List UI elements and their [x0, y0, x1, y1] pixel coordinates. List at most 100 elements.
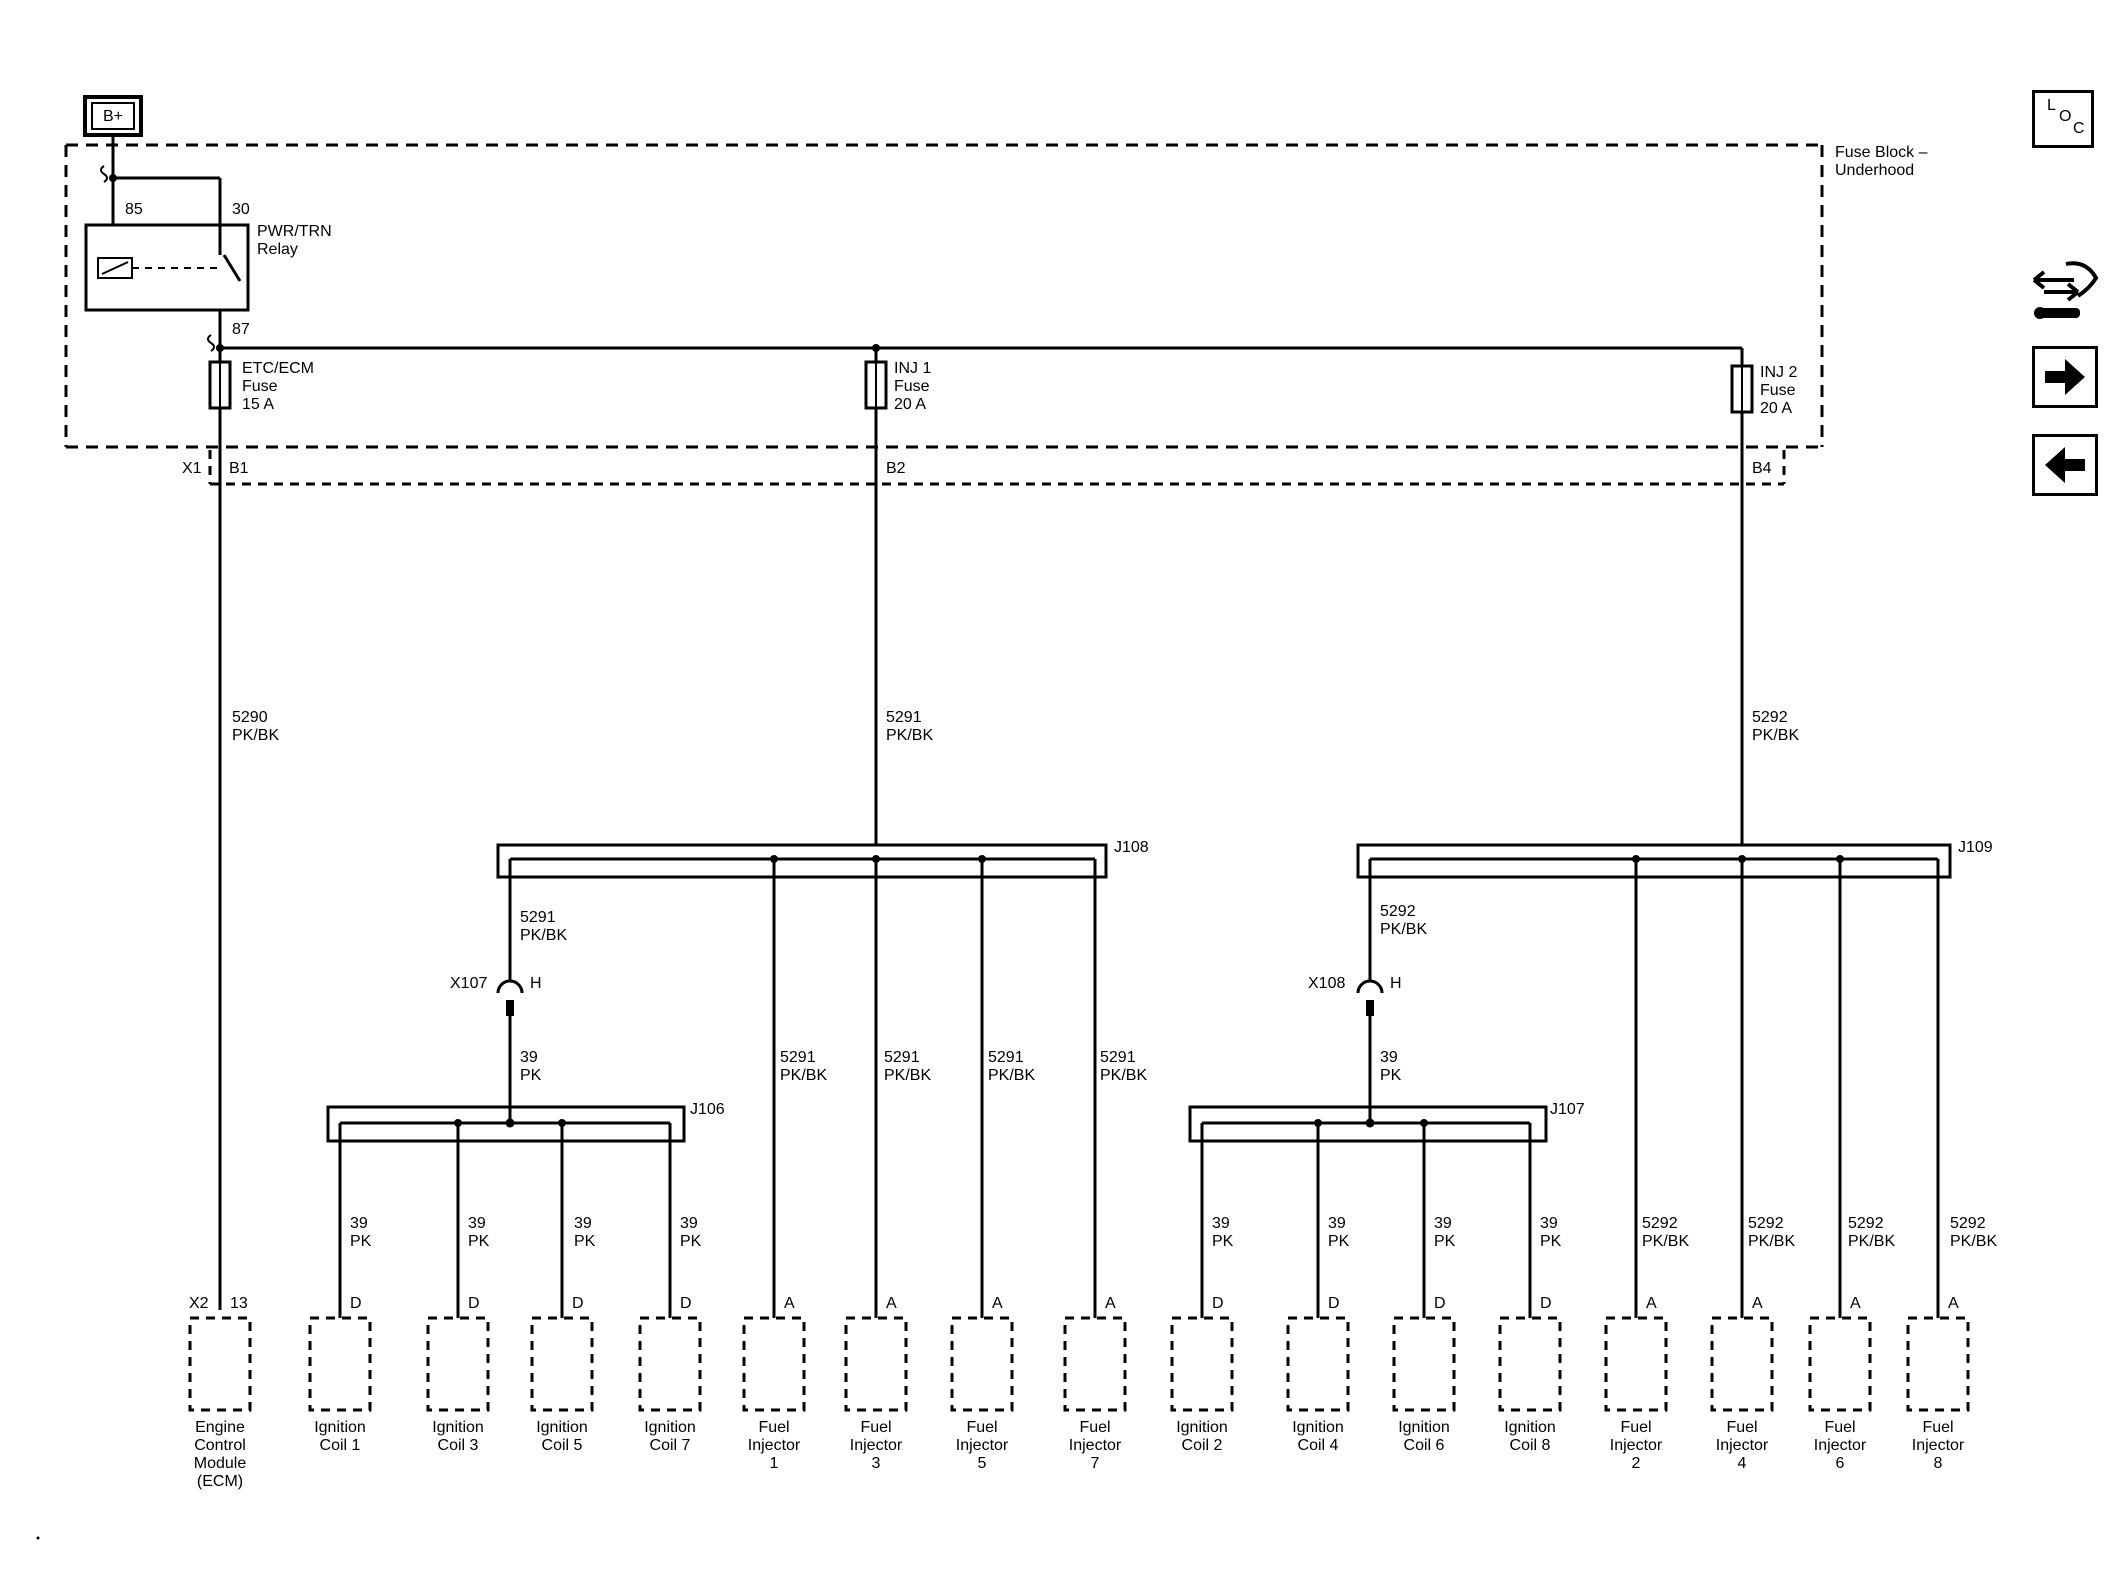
- coil5-circuit-num: 39: [574, 1215, 592, 1232]
- component-label-2: Injector: [1912, 1437, 1965, 1454]
- coil4-circuit-color: PK: [1328, 1233, 1350, 1250]
- fuse-inj1-type: Fuse: [894, 378, 930, 395]
- splice-j108-label: J108: [1114, 839, 1149, 856]
- splice-j107-label: J107: [1550, 1101, 1585, 1118]
- j108-out-color: PK/BK: [520, 927, 567, 944]
- fuse-etc-ecm: [208, 360, 232, 410]
- component-pin: D: [468, 1295, 480, 1312]
- splice-pack-j106: [326, 1105, 686, 1143]
- component-label-2: Coil 2: [1182, 1437, 1223, 1454]
- component-outline: [1906, 1316, 1970, 1412]
- component-outline: [844, 1316, 908, 1412]
- component-label-2: Coil 1: [320, 1437, 361, 1454]
- circuit-5291-color: PK/BK: [886, 727, 933, 744]
- ecm-pin: 13: [230, 1295, 248, 1312]
- next-page-button[interactable]: [2032, 346, 2098, 408]
- component-pin: A: [1752, 1295, 1763, 1312]
- x107-pin: H: [530, 975, 542, 992]
- circuit-5292-color: PK/BK: [1752, 727, 1799, 744]
- component-label-3: 8: [1934, 1455, 1943, 1472]
- inj1-circuit-num: 5291: [780, 1049, 816, 1066]
- component-pin: A: [1850, 1295, 1861, 1312]
- coil1-circuit-color: PK: [350, 1233, 372, 1250]
- splice-pack-j109: [1356, 843, 1952, 879]
- component-label-2: Injector: [1610, 1437, 1663, 1454]
- component-label-3: 6: [1836, 1455, 1845, 1472]
- component-label-3: 2: [1632, 1455, 1641, 1472]
- relay-pin-30: 30: [232, 201, 250, 218]
- component-label-1: Ignition: [536, 1419, 588, 1436]
- component-label-2: Injector: [850, 1437, 903, 1454]
- component-label-2: Coil 6: [1404, 1437, 1445, 1454]
- connector-x1-label: X1: [182, 460, 202, 477]
- ecm-label-4: (ECM): [197, 1473, 243, 1490]
- coil8-circuit-num: 39: [1540, 1215, 1558, 1232]
- ecm-label-2: Control: [194, 1437, 246, 1454]
- component-label-3: 7: [1091, 1455, 1100, 1472]
- component-label-2: Coil 5: [542, 1437, 583, 1454]
- arrow-left-icon: [2045, 447, 2085, 483]
- component-label-2: Injector: [1814, 1437, 1867, 1454]
- power-train-relay: [84, 165, 250, 348]
- component-label-2: Coil 3: [438, 1437, 479, 1454]
- component-label-3: 3: [872, 1455, 881, 1472]
- ecm-label-1: Engine: [195, 1419, 245, 1436]
- x107-out-color: PK: [520, 1067, 542, 1084]
- power-label: B+: [103, 108, 123, 125]
- location-view-button[interactable]: L O C: [2032, 90, 2094, 148]
- fuse-etc-ecm-rating: 15 A: [242, 396, 274, 413]
- loc-letter-c: C: [2073, 120, 2085, 137]
- arrow-right-icon: [2045, 359, 2085, 395]
- inj5-circuit-color: PK/BK: [988, 1067, 1035, 1084]
- inline-connector-x108: [1356, 979, 1384, 1016]
- inj3-circuit-num: 5291: [884, 1049, 920, 1066]
- component-outline: [742, 1316, 806, 1412]
- inj2-circuit-color: PK/BK: [1642, 1233, 1689, 1250]
- component-outline: [1063, 1316, 1127, 1412]
- coil7-circuit-color: PK: [680, 1233, 702, 1250]
- relay-name-2: Relay: [257, 241, 298, 258]
- component-outline: [1710, 1316, 1774, 1412]
- previous-page-button[interactable]: [2032, 434, 2098, 496]
- component-outline: [1286, 1316, 1350, 1412]
- component-outline: [638, 1316, 702, 1412]
- ecm-label-3: Module: [194, 1455, 247, 1472]
- splice-j109-label: J109: [1958, 839, 1993, 856]
- relay-pin-85: 85: [125, 201, 143, 218]
- component-pin: D: [1212, 1295, 1224, 1312]
- j109-out-num: 5292: [1380, 903, 1416, 920]
- inj4-circuit-color: PK/BK: [1748, 1233, 1795, 1250]
- coil6-circuit-color: PK: [1434, 1233, 1456, 1250]
- inj2-circuit-num: 5292: [1642, 1215, 1678, 1232]
- connector-tool-button[interactable]: [2030, 252, 2100, 330]
- component-pin: A: [1105, 1295, 1116, 1312]
- fused-bus: [207, 334, 1744, 366]
- coil8-circuit-color: PK: [1540, 1233, 1562, 1250]
- cavity-b2: B2: [886, 460, 906, 477]
- component-label-2: Injector: [748, 1437, 801, 1454]
- coil4-circuit-num: 39: [1328, 1215, 1346, 1232]
- component-outline: [1392, 1316, 1456, 1412]
- component-pin: D: [572, 1295, 584, 1312]
- component-pin: A: [886, 1295, 897, 1312]
- component-label-1: Ignition: [1292, 1419, 1344, 1436]
- component-pin: A: [1646, 1295, 1657, 1312]
- inj6-circuit-color: PK/BK: [1848, 1233, 1895, 1250]
- component-pin: A: [1948, 1295, 1959, 1312]
- component-label-1: Ignition: [314, 1419, 366, 1436]
- component-outline: [530, 1316, 594, 1412]
- fuse-inj2-name: INJ 2: [1760, 364, 1797, 381]
- relay-pin-87: 87: [232, 321, 250, 338]
- fuse-inj2: [1730, 364, 1754, 414]
- component-pin: D: [350, 1295, 362, 1312]
- fuse-inj2-rating: 20 A: [1760, 400, 1792, 417]
- ecm-outline: [188, 1316, 252, 1412]
- battery-positive-label: B+: [83, 95, 143, 137]
- component-outline: [308, 1316, 372, 1412]
